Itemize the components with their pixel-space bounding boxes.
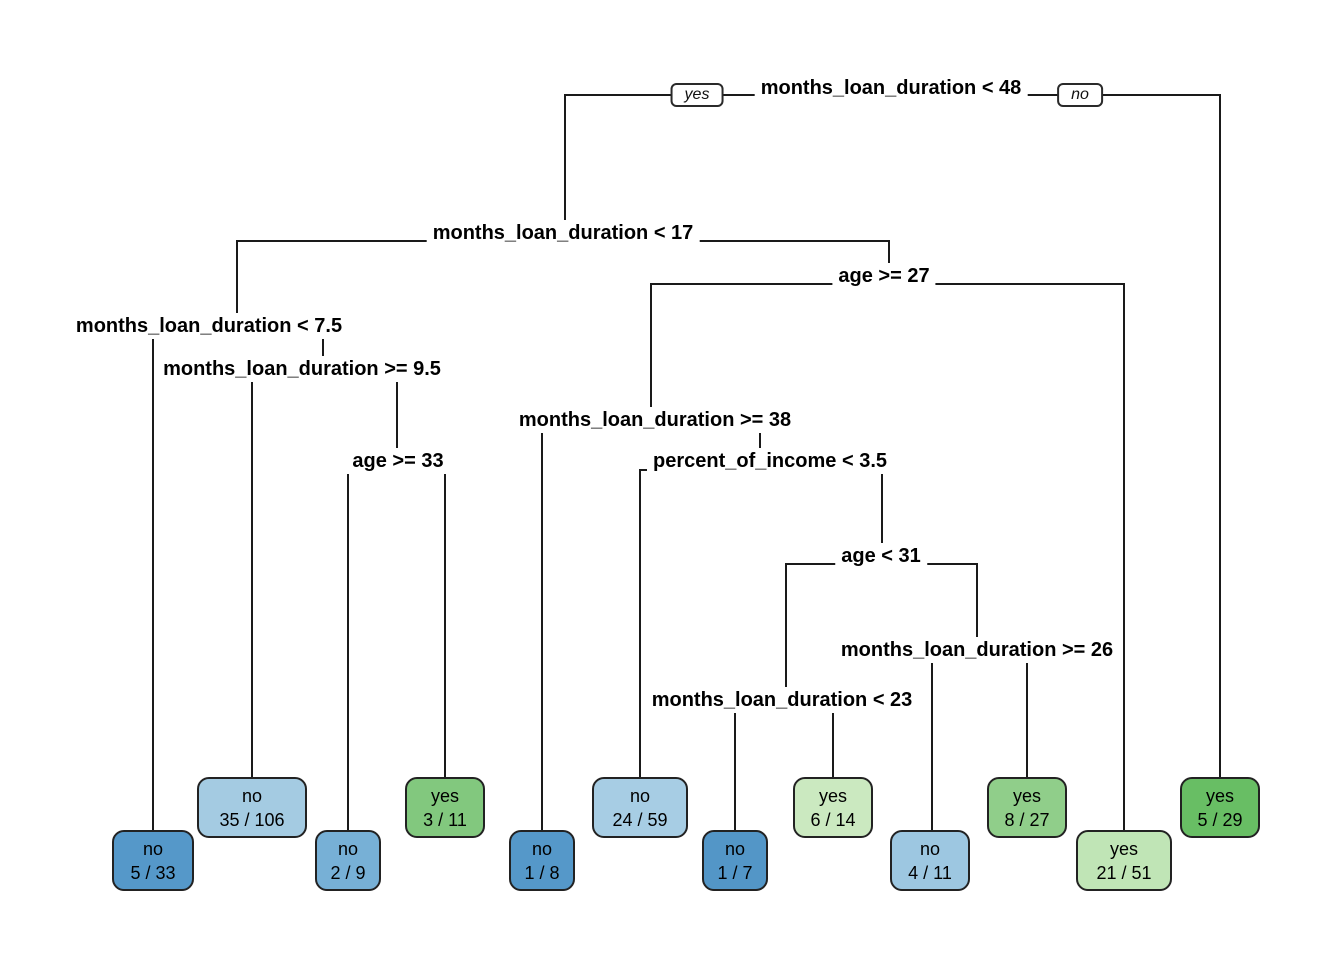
branch-line bbox=[1219, 94, 1221, 778]
split-label: age >= 27 bbox=[832, 263, 936, 289]
leaf-node: no 4 / 11 bbox=[890, 830, 970, 891]
split-label: months_loan_duration < 7.5 bbox=[69, 313, 349, 339]
leaf-count: 35 / 106 bbox=[219, 809, 285, 830]
split-label: age >= 33 bbox=[346, 448, 450, 474]
leaf-count: 24 / 59 bbox=[612, 809, 668, 830]
split-label: months_loan_duration >= 9.5 bbox=[157, 356, 447, 382]
branch-line bbox=[832, 708, 834, 778]
split-label: percent_of_income < 3.5 bbox=[647, 448, 893, 474]
branch-line bbox=[976, 563, 978, 637]
leaf-node: yes 8 / 27 bbox=[987, 777, 1067, 838]
leaf-node: no 35 / 106 bbox=[197, 777, 307, 838]
leaf-class: no bbox=[337, 838, 359, 859]
branch-line bbox=[759, 428, 761, 449]
branch-line bbox=[650, 283, 652, 408]
leaf-class: yes bbox=[1012, 785, 1041, 806]
split-label: age < 31 bbox=[835, 543, 927, 569]
branch-line bbox=[881, 469, 883, 544]
leaf-class: no bbox=[241, 785, 263, 806]
branch-line bbox=[785, 563, 787, 688]
leaf-node: no 1 / 8 bbox=[509, 830, 575, 891]
branch-line bbox=[1123, 283, 1125, 830]
branch-line bbox=[639, 469, 641, 778]
leaf-class: no bbox=[629, 785, 651, 806]
branch-line bbox=[1026, 656, 1028, 778]
branch-line bbox=[564, 94, 566, 222]
branch-line bbox=[888, 240, 890, 264]
leaf-class: no bbox=[919, 838, 941, 859]
leaf-count: 21 / 51 bbox=[1096, 862, 1152, 883]
branch-line bbox=[444, 469, 446, 778]
leaf-node: no 2 / 9 bbox=[315, 830, 381, 891]
leaf-count: 2 / 9 bbox=[330, 862, 366, 883]
leaf-node: yes 6 / 14 bbox=[793, 777, 873, 838]
leaf-count: 1 / 7 bbox=[717, 862, 753, 883]
branch-line bbox=[152, 333, 154, 830]
leaf-class: yes bbox=[1205, 785, 1234, 806]
leaf-node: yes 3 / 11 bbox=[405, 777, 485, 838]
leaf-node: no 24 / 59 bbox=[592, 777, 688, 838]
leaf-count: 4 / 11 bbox=[908, 862, 952, 883]
leaf-node: no 5 / 33 bbox=[112, 830, 194, 891]
no-edge-badge: no bbox=[1057, 83, 1103, 107]
branch-line bbox=[396, 376, 398, 448]
split-label: months_loan_duration >= 26 bbox=[834, 637, 1120, 663]
leaf-class: yes bbox=[430, 785, 459, 806]
branch-line bbox=[251, 376, 253, 778]
leaf-count: 6 / 14 bbox=[810, 809, 856, 830]
split-label: months_loan_duration < 17 bbox=[426, 220, 700, 246]
branch-line bbox=[322, 333, 324, 357]
leaf-node: yes 21 / 51 bbox=[1076, 830, 1172, 891]
leaf-class: no bbox=[724, 838, 746, 859]
yes-edge-badge: yes bbox=[670, 83, 724, 107]
split-label: months_loan_duration < 23 bbox=[645, 687, 919, 713]
leaf-class: yes bbox=[818, 785, 847, 806]
leaf-node: no 1 / 7 bbox=[702, 830, 768, 891]
leaf-count: 1 / 8 bbox=[524, 862, 560, 883]
split-label-root: months_loan_duration < 48 bbox=[754, 75, 1028, 101]
leaf-count: 5 / 29 bbox=[1197, 809, 1243, 830]
leaf-count: 8 / 27 bbox=[1004, 809, 1050, 830]
leaf-count: 3 / 11 bbox=[423, 809, 467, 830]
branch-line bbox=[347, 469, 349, 830]
leaf-count: 5 / 33 bbox=[130, 862, 176, 883]
leaf-class: no bbox=[142, 838, 164, 859]
split-label: months_loan_duration >= 38 bbox=[512, 407, 798, 433]
branch-line bbox=[931, 656, 933, 830]
leaf-node: yes 5 / 29 bbox=[1180, 777, 1260, 838]
leaf-class: no bbox=[531, 838, 553, 859]
leaf-class: yes bbox=[1109, 838, 1138, 859]
branch-line bbox=[541, 428, 543, 830]
branch-line bbox=[734, 708, 736, 830]
branch-line bbox=[236, 240, 238, 313]
